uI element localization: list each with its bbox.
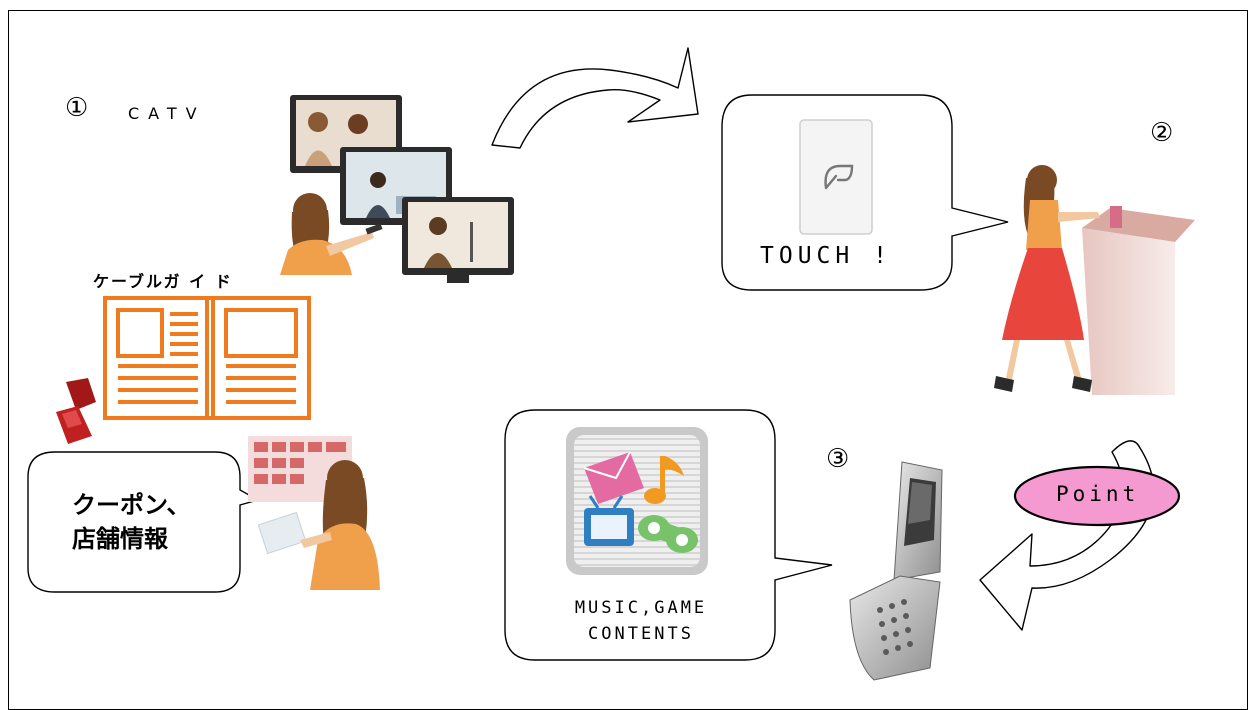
coupon-text: クーポン、 店舗情報 (72, 488, 191, 556)
music-note-icon (644, 456, 684, 504)
contents-line-2: CONTENTS (588, 624, 694, 644)
contents-text: MUSIC,GAME CONTENTS (506, 595, 776, 647)
contents-line-1: MUSIC,GAME (574, 598, 708, 618)
coupon-line-1: クーポン、 (72, 491, 191, 519)
tv-icon (584, 495, 634, 546)
touch-label: TOUCH ! (760, 243, 892, 269)
step-1-number: ① (65, 93, 89, 123)
tv-monitor-3 (402, 197, 514, 283)
step-2-number: ② (1150, 118, 1174, 148)
coupon-line-2: 店舗情報 (72, 525, 168, 553)
cable-guide-label: ケーブルガ イ ド (93, 272, 233, 291)
catv-label: CATV (128, 104, 206, 123)
mail-icon (583, 451, 644, 504)
media-app-icon (566, 427, 708, 575)
point-label: Point (1056, 482, 1140, 506)
step-3-number: ③ (826, 444, 850, 474)
viewer-woman (280, 193, 383, 275)
game-controller-icon (638, 515, 698, 553)
